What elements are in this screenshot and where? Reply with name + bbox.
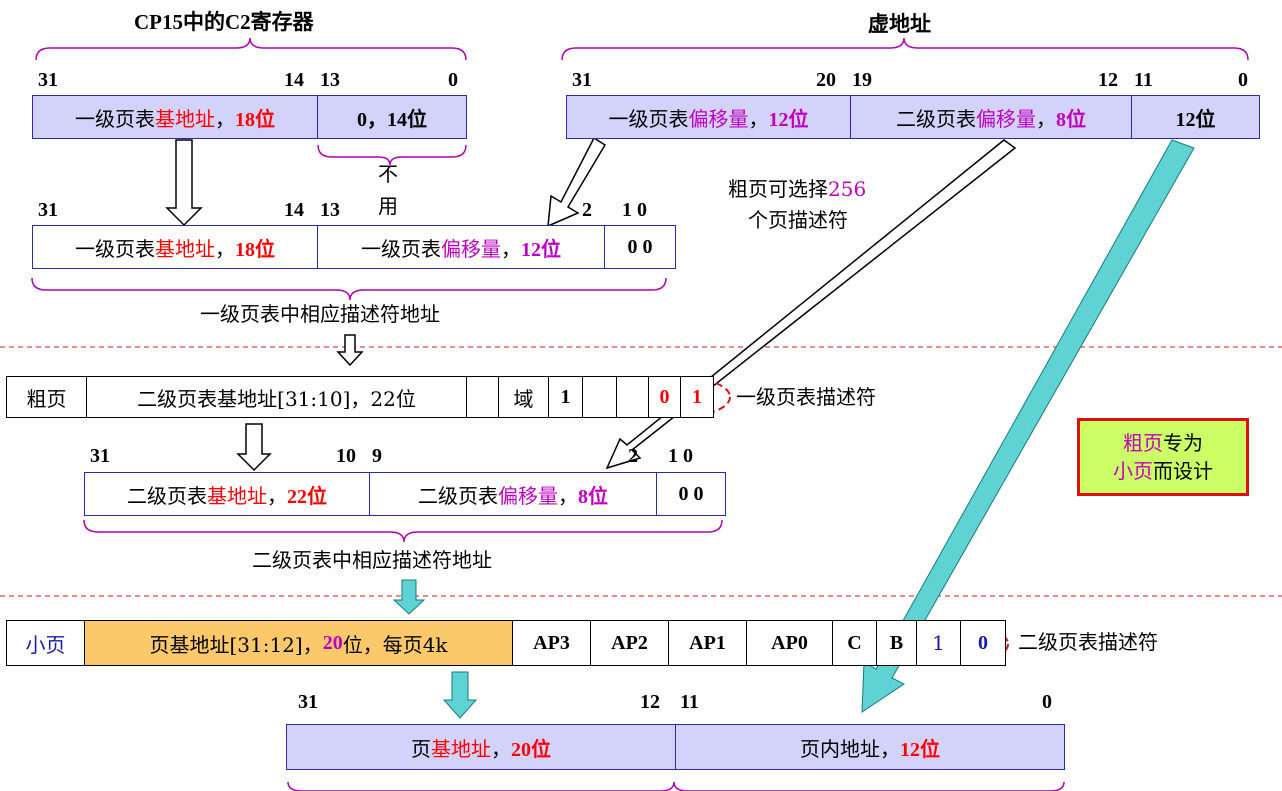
bit-label: 0 bbox=[1042, 691, 1052, 713]
bit-label: 11 bbox=[680, 691, 699, 713]
l2-descriptor-label: 二级页表描述符 bbox=[1018, 630, 1158, 654]
brace-physical-address bbox=[287, 781, 1065, 791]
bit-label: 14 bbox=[284, 69, 304, 91]
l1-descriptor-label: 一级页表描述符 bbox=[736, 385, 876, 409]
l2-type-label: 小页 bbox=[7, 621, 85, 665]
bit-label: 0 bbox=[448, 69, 458, 91]
bit-label: 11 bbox=[1134, 69, 1153, 91]
l1-one-bit: 1 bbox=[549, 377, 583, 417]
l2-bit0: 0 bbox=[978, 631, 988, 654]
brace-unused bbox=[317, 144, 467, 166]
bit-label: 12 bbox=[640, 691, 660, 713]
coarse-note-line1: 粗页可选择256 bbox=[728, 177, 867, 201]
l2-desc-addr-caption: 二级页表中相应描述符地址 bbox=[252, 548, 492, 572]
l1-domain-field: 域 bbox=[499, 377, 549, 417]
bit-label: 20 bbox=[816, 69, 836, 91]
bit-label: 1 0 bbox=[622, 199, 647, 221]
bit-label: 10 bbox=[336, 445, 356, 467]
bit-label: 1 0 bbox=[668, 445, 693, 467]
l1-addr-zero-field: 0 0 bbox=[604, 225, 676, 269]
l2-b-bit: B bbox=[877, 621, 917, 665]
side-note-line2: 小页而设计 bbox=[1113, 459, 1213, 483]
bit-label: 2 bbox=[628, 445, 638, 467]
side-note-line1: 粗页专为 bbox=[1123, 431, 1203, 455]
bit-label: 12 bbox=[1098, 69, 1118, 91]
coarse-note-line2: 个页描述符 bbox=[748, 208, 848, 232]
arrow-to-l2-desc bbox=[392, 579, 426, 615]
l2-addr-zero-field: 0 0 bbox=[656, 472, 726, 516]
bit-label: 13 bbox=[320, 199, 340, 221]
bit-label: 0 bbox=[1238, 69, 1248, 91]
brace-l1-desc-addr bbox=[31, 277, 667, 301]
c2-zero-field: 0，14位 bbox=[317, 95, 467, 139]
bit-label: 31 bbox=[298, 691, 318, 713]
l2-ap3-field: AP3 bbox=[513, 621, 591, 665]
bit-label: 13 bbox=[320, 69, 340, 91]
arrow-l1-offset-diag bbox=[547, 136, 607, 228]
bit-label: 2 bbox=[582, 199, 592, 221]
bit-label: 31 bbox=[38, 69, 58, 91]
brace-virtual-address bbox=[561, 37, 1249, 61]
unused-label: 不 bbox=[378, 162, 398, 186]
l1-addr-base-field: 一级页表基地址，18位 bbox=[32, 225, 318, 269]
l1-blank-cell bbox=[617, 377, 649, 417]
va-l2-offset-field: 二级页表偏移量，8位 bbox=[850, 95, 1132, 139]
bit-label: 31 bbox=[38, 199, 58, 221]
l2-ap0-field: AP0 bbox=[747, 621, 833, 665]
arrow-page-base-down bbox=[442, 671, 478, 719]
unused-label: 用 bbox=[378, 194, 398, 218]
l1-type-label: 粗页 bbox=[7, 377, 87, 417]
l1-blank-cell bbox=[467, 377, 499, 417]
brace-c2-register bbox=[35, 37, 467, 61]
l1-desc-addr-caption: 一级页表中相应描述符地址 bbox=[200, 302, 440, 326]
c2-base-field: 一级页表基地址，18位 bbox=[32, 95, 318, 139]
bit-label: 14 bbox=[284, 199, 304, 221]
side-note: 粗页专为 小页而设计 bbox=[1077, 418, 1249, 496]
pa-offset-field: 页内地址，12位 bbox=[675, 724, 1065, 770]
arrow-to-l1-desc bbox=[336, 334, 364, 367]
arrow-offset-diag bbox=[861, 139, 1195, 713]
bit-label: 31 bbox=[572, 69, 592, 91]
l2-ap1-field: AP1 bbox=[669, 621, 747, 665]
l2-addr-base-field: 二级页表基地址，22位 bbox=[84, 472, 370, 516]
bit-label: 9 bbox=[372, 445, 382, 467]
arrow-l2-base-down bbox=[236, 423, 272, 472]
pa-base-field: 页基地址，20位 bbox=[286, 724, 676, 770]
l1-bit1: 0 bbox=[649, 377, 681, 417]
l1-blank-cell bbox=[583, 377, 617, 417]
bit-label: 19 bbox=[852, 69, 872, 91]
va-l1-offset-field: 一级页表偏移量，12位 bbox=[566, 95, 851, 139]
arrow-base-down bbox=[165, 139, 203, 227]
l2-bit1: 1 bbox=[917, 621, 961, 665]
c2-register-title: CP15中的C2寄存器 bbox=[134, 10, 314, 34]
brace-l2-desc-addr bbox=[83, 519, 723, 543]
l2-ap2-field: AP2 bbox=[591, 621, 669, 665]
l2-c-bit: C bbox=[833, 621, 877, 665]
virtual-address-title: 虚地址 bbox=[868, 12, 931, 36]
l1-addr-offset-field: 一级页表偏移量，12位 bbox=[317, 225, 605, 269]
va-page-offset-field: 12位 bbox=[1131, 95, 1260, 139]
l1-base-field: 二级页表基地址[31:10]，22位 bbox=[87, 377, 467, 417]
l1-descriptor-row: 粗页 二级页表基地址[31:10]，22位 域 1 0 1 bbox=[6, 376, 714, 418]
l2-addr-offset-field: 二级页表偏移量，8位 bbox=[369, 472, 657, 516]
l1-bit0: 1 bbox=[692, 385, 702, 408]
bit-label: 31 bbox=[90, 445, 110, 467]
